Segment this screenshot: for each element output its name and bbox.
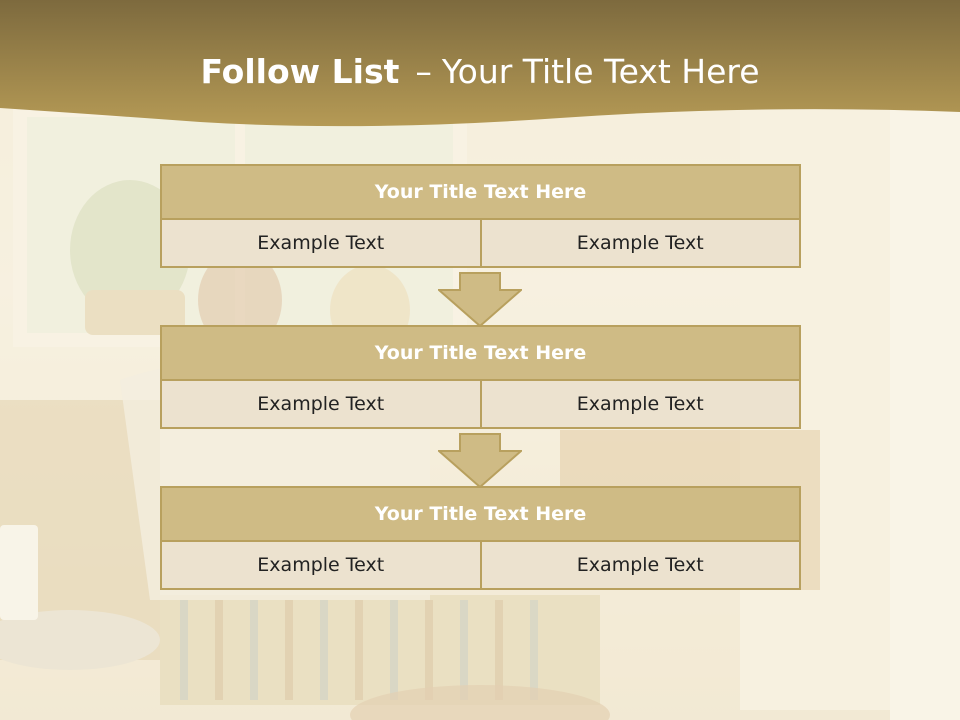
block-row: Example Text Example Text: [160, 540, 801, 590]
block-row: Example Text Example Text: [160, 379, 801, 429]
list-block-1: Your Title Text Here Example Text Exampl…: [160, 164, 801, 268]
block-heading: Your Title Text Here: [160, 164, 801, 220]
title-banner: [0, 0, 960, 140]
down-arrow-icon: [438, 433, 522, 488]
block-cell-left: Example Text: [160, 218, 482, 268]
list-block-3: Your Title Text Here Example Text Exampl…: [160, 486, 801, 590]
title-bold: Follow List: [200, 52, 400, 91]
block-cell-left: Example Text: [160, 379, 482, 429]
block-heading: Your Title Text Here: [160, 325, 801, 381]
block-row: Example Text Example Text: [160, 218, 801, 268]
block-cell-right: Example Text: [479, 379, 801, 429]
block-cell-right: Example Text: [479, 218, 801, 268]
title-dash: –: [415, 52, 432, 91]
block-cell-left: Example Text: [160, 540, 482, 590]
page-title: Follow List–Your Title Text Here: [0, 52, 960, 91]
block-heading: Your Title Text Here: [160, 486, 801, 542]
down-arrow-icon: [438, 272, 522, 327]
title-rest: Your Title Text Here: [441, 52, 760, 91]
list-block-2: Your Title Text Here Example Text Exampl…: [160, 325, 801, 429]
block-cell-right: Example Text: [479, 540, 801, 590]
